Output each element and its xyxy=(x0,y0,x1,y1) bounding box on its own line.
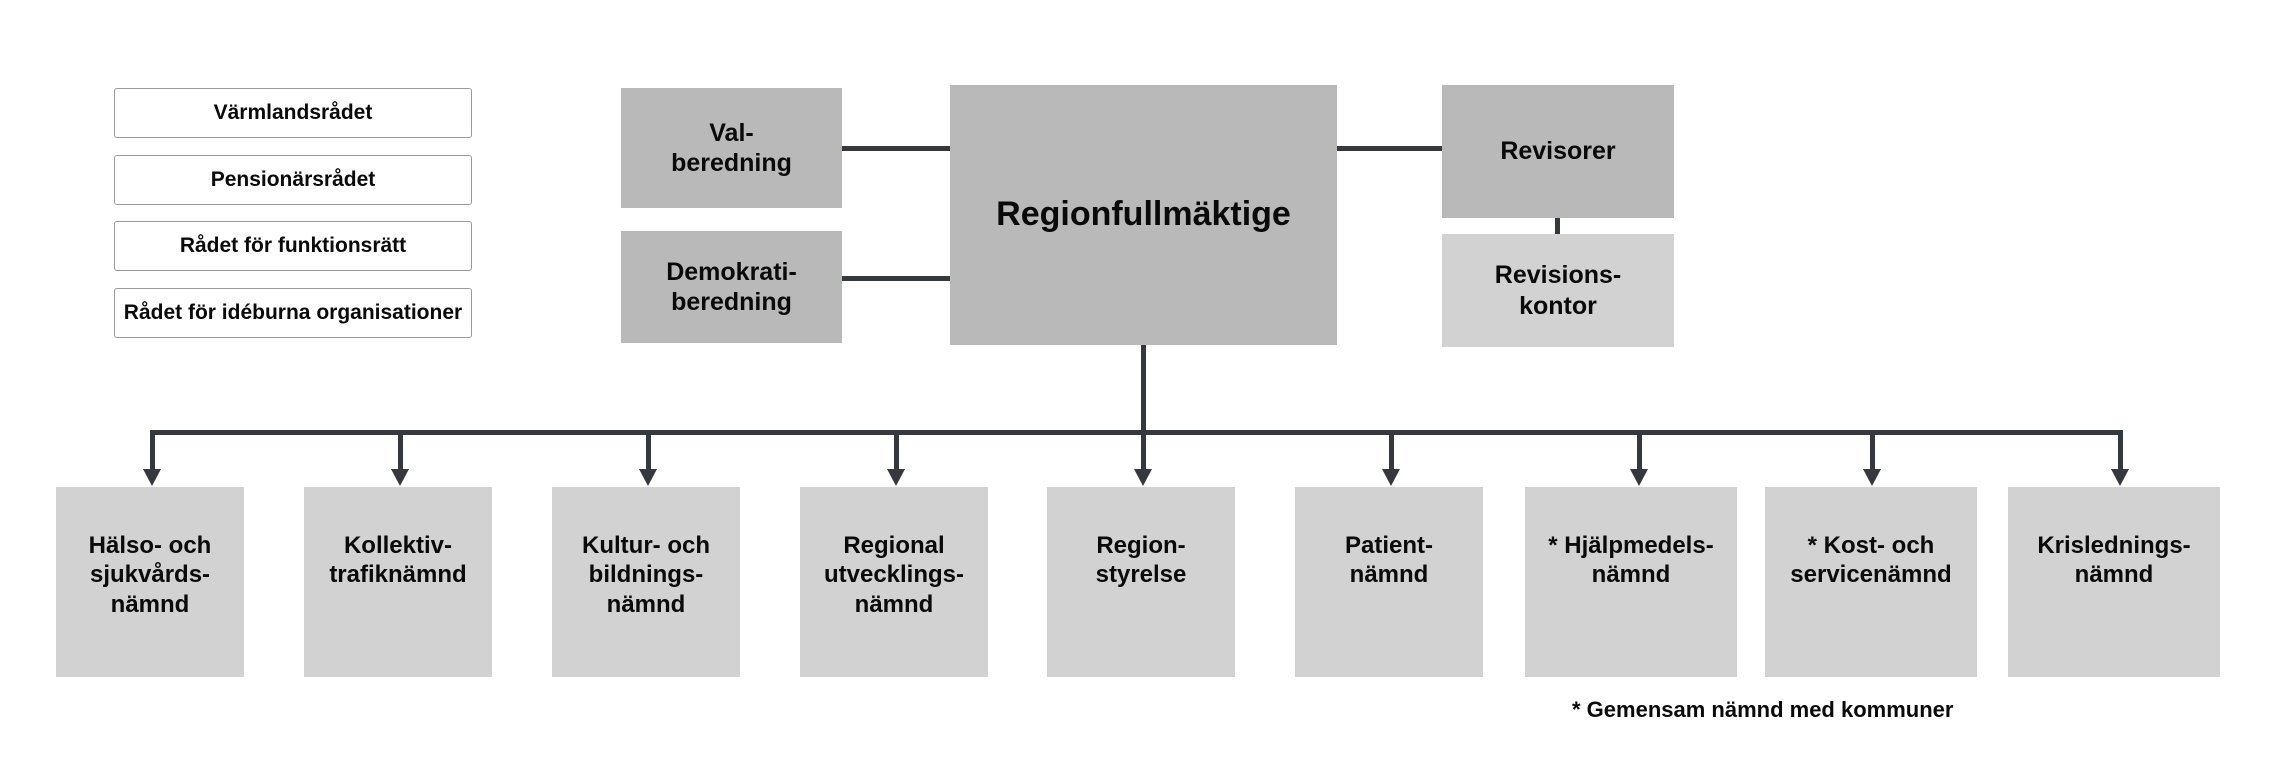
box-kultur-och-bildningsnamnd[interactable]: Kultur- och bildnings- nämnd xyxy=(552,487,740,677)
arrowhead-1 xyxy=(143,469,161,486)
connector-drop-2 xyxy=(398,430,403,473)
arrowhead-7 xyxy=(1630,469,1648,486)
arrowhead-4 xyxy=(887,469,905,486)
arrowhead-3 xyxy=(639,469,657,486)
connector-assembly-to-revisorer xyxy=(1337,146,1442,151)
connector-drop-7 xyxy=(1637,430,1642,473)
arrowhead-2 xyxy=(391,469,409,486)
connector-drop-3 xyxy=(646,430,651,473)
box-demokrati-beredning[interactable]: Demokrati- beredning xyxy=(621,231,842,343)
box-val-beredning[interactable]: Val- beredning xyxy=(621,88,842,208)
arrowhead-9 xyxy=(2111,469,2129,486)
box-kost-och-servicenamnd[interactable]: * Kost- och servicenämnd xyxy=(1765,487,1977,677)
box-hjalpmedelsnamnd[interactable]: * Hjälpmedels- nämnd xyxy=(1525,487,1737,677)
connector-assembly-stem xyxy=(1141,345,1146,435)
arrowhead-5 xyxy=(1134,469,1152,486)
box-revisionskontor[interactable]: Revisions- kontor xyxy=(1442,234,1674,347)
box-kollektivtrafiknamnd[interactable]: Kollektiv- trafiknämnd xyxy=(304,487,492,677)
connector-drop-6 xyxy=(1389,430,1394,473)
box-krisledningsnamnd[interactable]: Krislednings- nämnd xyxy=(2008,487,2220,677)
box-regionstyrelse[interactable]: Region- styrelse xyxy=(1047,487,1235,677)
box-patientnamnd[interactable]: Patient- nämnd xyxy=(1295,487,1483,677)
box-revisorer[interactable]: Revisorer xyxy=(1442,85,1674,218)
connector-drop-8 xyxy=(1870,430,1875,473)
footnote-gemensam-namnd: * Gemensam nämnd med kommuner xyxy=(1572,697,1954,722)
arrowhead-6 xyxy=(1382,469,1400,486)
connector-drop-4 xyxy=(894,430,899,473)
council-box-varmlandsradet[interactable]: Värmlandsrådet xyxy=(114,88,472,138)
box-halso-och-sjukvardsnamnd[interactable]: Hälso- och sjukvårds- nämnd xyxy=(56,487,244,677)
council-box-radet-for-funktionsratt[interactable]: Rådet för funktionsrätt xyxy=(114,221,472,271)
box-regional-utvecklingsnamnd[interactable]: Regional utvecklings- nämnd xyxy=(800,487,988,677)
arrowhead-8 xyxy=(1863,469,1881,486)
connector-bus xyxy=(150,430,2118,435)
connector-drop-9 xyxy=(2118,430,2123,473)
connector-drop-1 xyxy=(150,430,155,473)
box-regionfullmaktige[interactable]: Regionfullmäktige xyxy=(950,85,1337,345)
connector-val-beredning-to-assembly xyxy=(842,146,952,151)
council-box-radet-for-ideburna-organisationer[interactable]: Rådet för idéburna organisationer xyxy=(114,288,472,338)
connector-drop-5 xyxy=(1141,430,1146,473)
council-box-pensionarsradet[interactable]: Pensionärsrådet xyxy=(114,155,472,205)
connector-revisorer-to-revisionskontor xyxy=(1555,218,1560,234)
connector-demokrati-beredning-to-assembly xyxy=(842,276,952,281)
